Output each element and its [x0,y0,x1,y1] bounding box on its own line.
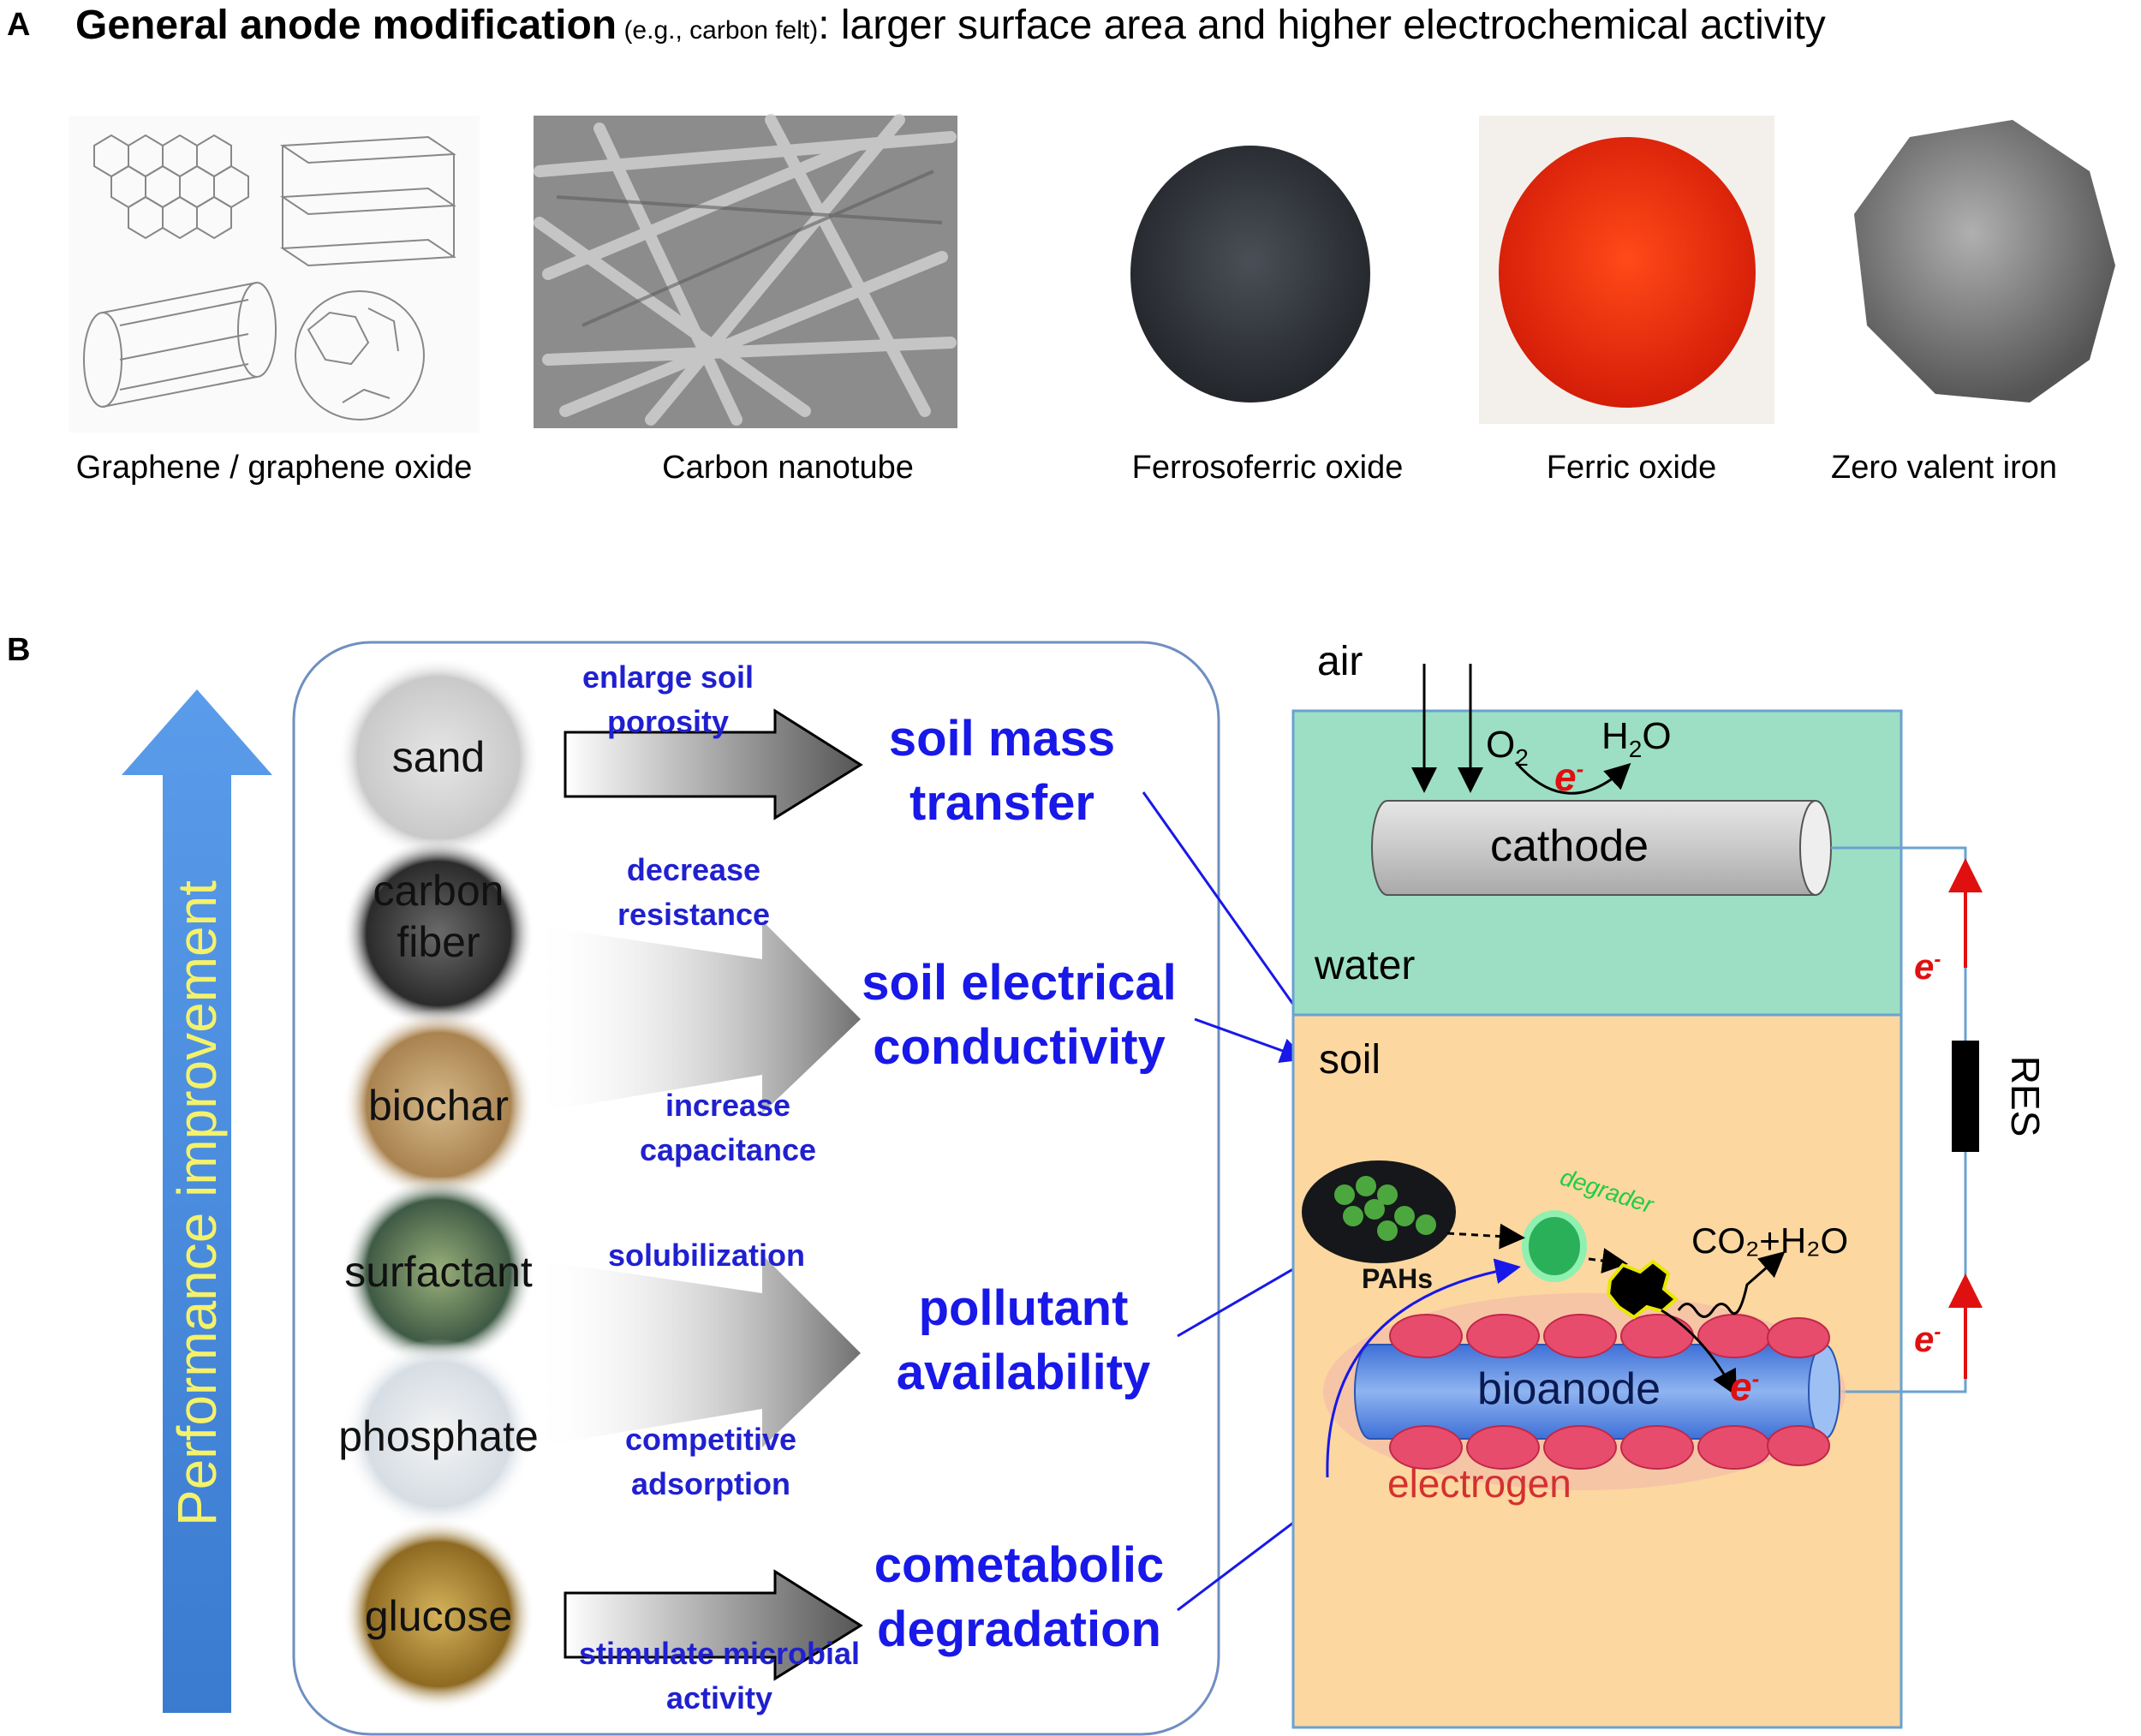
arrow-availability [531,1255,861,1447]
caption-carbon-nanotube: Carbon nanotube [662,450,914,486]
electron-sup: - [1576,755,1584,782]
arrow-conductivity [531,921,861,1113]
label-res: RES [2003,1055,2048,1137]
label-glucose: glucose [364,1592,513,1640]
ferrosoferric-oxide-image [1130,146,1370,403]
h2o-subscript: 2 [1628,735,1643,762]
air-arrows [1411,664,1483,793]
pah-to-degrader-arrow [1446,1223,1525,1250]
caption-graphene: Graphene / graphene oxide [75,450,473,486]
label-air: air [1317,639,1363,684]
electron-text: e [1914,1319,1935,1359]
panel-a-letter: A [7,7,31,43]
o-text: O [1642,715,1672,757]
panel-b-letter: B [7,632,31,668]
title-small: (e.g., carbon felt) [617,16,819,45]
effect-availability: pollutant availability [896,1280,1151,1401]
phosphate-circle [343,1339,534,1530]
label-electron-anode: e- [1730,1363,1759,1410]
external-circuit [1831,846,1967,1393]
mechanism-increase-capacitance: increase capacitance [639,1088,817,1168]
carbon-nanotube-image [534,114,957,428]
arrow-glucose [564,1569,863,1681]
electron-text: e [1554,755,1577,799]
h-text: H [1601,715,1629,757]
effect-cometabolic: cometabolic degradation [874,1537,1165,1658]
o2-subscript: 2 [1515,743,1529,771]
label-phosphate: phosphate [338,1412,539,1460]
label-surfactant: surfactant [344,1248,533,1296]
effect-conductivity: soil electrical conductivity [862,955,1177,1076]
graphene-image [69,116,480,433]
label-electrogen: electrogen [1387,1461,1571,1506]
panel-a-title: General anode modification (e.g., carbon… [75,2,1826,49]
label-pahs: PAHs [1362,1263,1433,1294]
resistor [1952,1041,1979,1152]
electron-text: e [1914,946,1935,987]
electron-text: e [1730,1364,1752,1409]
caption-ferric-oxide: Ferric oxide [1546,450,1717,486]
electron-sup: - [1934,948,1941,971]
mechanism-decrease-resistance: decrease resistance [617,852,771,933]
performance-improvement-arrow [122,689,272,1713]
pah-particle [1302,1160,1456,1263]
mechanism-solubilization: solubilization [608,1238,805,1273]
bioanode-cylinder [1323,1293,1846,1490]
mechanism-competitive-adsorption: competitive adsorption [624,1422,797,1502]
metabolite-blob [1606,1259,1679,1320]
caption-ferrosoferric-oxide: Ferrosoferric oxide [1131,450,1404,486]
stimulation-arrow [1326,1258,1521,1478]
sand-circle [337,657,540,859]
glucose-circle [343,1518,534,1710]
label-bioanode: bioanode [1477,1364,1661,1414]
label-water: water [1315,943,1416,988]
degrader-microbe [1522,1210,1587,1282]
ferric-oxide-image [1479,116,1774,424]
surfactant-circle [343,1176,534,1368]
label-cathode: cathode [1490,821,1649,871]
carbon-fiber-circle [343,838,534,1029]
reduction-arrow [1514,761,1631,795]
degrader-to-metabolite-arrow [1588,1248,1628,1274]
electron-transfer-arrow [1661,1309,1737,1397]
mechanism-stimulate: stimulate microbial activity [578,1636,861,1716]
biochar-circle [343,1009,534,1201]
o2-text: O [1486,724,1516,766]
label-electron-wire-top: e- [1914,946,1941,987]
title-rest: : larger surface area and higher electro… [818,3,1826,48]
caption-zero-valent-iron: Zero valent iron [1830,450,2057,486]
label-co2-h2o: CO₂+H₂O [1691,1220,1849,1261]
amendment-circles [337,657,540,1710]
effect-mass-transfer: soil mass transfer [888,711,1116,832]
label-h2o-cathode: H2O [1601,715,1672,763]
mineralization-arrow [1677,1251,1786,1318]
electron-sup: - [1751,1365,1760,1392]
electron-sup: - [1934,1321,1941,1344]
amendments-box [292,641,1220,1736]
cathode-cylinder [1371,800,1832,896]
electrogen-cells [1389,1314,1830,1470]
arrow-sand [564,708,863,820]
label-biochar: biochar [368,1082,509,1130]
label-soil: soil [1319,1037,1381,1083]
label-o2: O2 [1486,724,1529,772]
title-bold: General anode modification [75,3,617,48]
performance-improvement-label: Performance improvement [166,880,228,1527]
label-electron-cathode: e- [1554,754,1583,800]
label-carbon-fiber: carbon fiber [373,867,504,966]
mechanism-enlarge: enlarge soil porosity [581,659,754,740]
label-sand: sand [391,733,486,781]
label-electron-wire-bottom: e- [1914,1319,1941,1360]
zero-valent-iron-image [1854,120,2115,403]
